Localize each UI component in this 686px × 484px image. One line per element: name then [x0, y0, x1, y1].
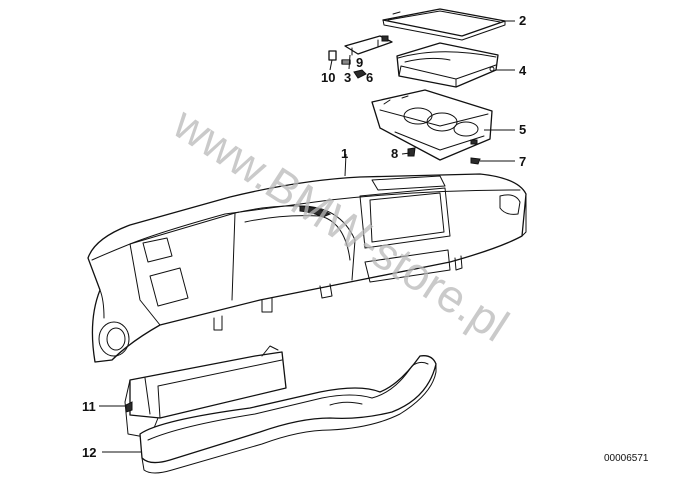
leader-lines	[99, 20, 515, 453]
part-6-nut[interactable]	[353, 69, 367, 79]
callout-12: 12	[82, 445, 96, 460]
part-7-screw[interactable]	[470, 157, 481, 165]
callout-7: 7	[519, 154, 526, 169]
part-11-glove-box[interactable]	[124, 345, 287, 439]
part-4-cluster-housing[interactable]	[396, 42, 499, 88]
callout-2: 2	[519, 13, 526, 28]
part-2-cover-plate[interactable]	[382, 8, 506, 41]
part-12-lower-trim[interactable]	[139, 355, 437, 474]
part-5-gauge-carrier[interactable]	[371, 89, 493, 161]
callout-5: 5	[519, 122, 526, 137]
callout-6: 6	[366, 70, 373, 85]
part-10-clip[interactable]	[328, 50, 337, 61]
part-1-dashboard[interactable]	[87, 173, 527, 363]
part-8-clip[interactable]	[407, 147, 416, 157]
callout-10: 10	[321, 70, 335, 85]
callout-3: 3	[344, 70, 351, 85]
callout-8: 8	[391, 146, 398, 161]
document-number: 00006571	[604, 453, 649, 464]
callout-4: 4	[519, 63, 527, 78]
callout-labels: 1 2 3 4 5 6 7 8 9 10 11 12	[82, 13, 527, 460]
part-3-bracket[interactable]	[344, 35, 393, 56]
callout-9: 9	[356, 55, 363, 70]
callout-11: 11	[82, 399, 96, 414]
callout-1: 1	[341, 146, 348, 161]
